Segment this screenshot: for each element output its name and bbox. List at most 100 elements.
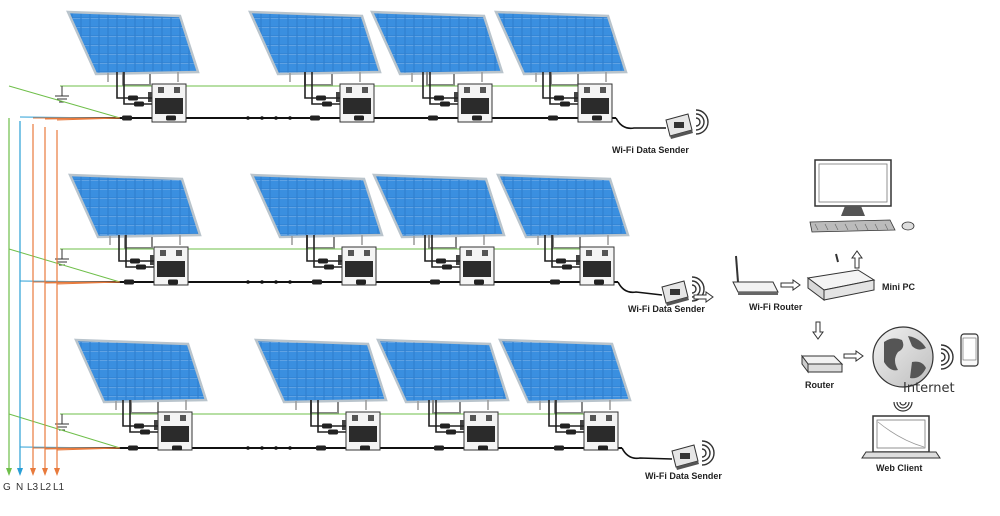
- cable-connector: [550, 279, 560, 285]
- cable-connector: [136, 264, 146, 270]
- wifi-sender-label-2: Wi-Fi Data Sender: [628, 304, 705, 314]
- microinverter-icon: [148, 83, 187, 123]
- cable-connector: [322, 423, 332, 429]
- wifi-sender-icon: [665, 109, 709, 139]
- cable-connector: [554, 95, 564, 101]
- internet-label: Internet: [903, 381, 955, 396]
- cable-connector: [168, 279, 178, 285]
- dc-lead: [116, 72, 152, 99]
- wire-l2: [42, 117, 121, 476]
- cable-connector: [560, 423, 570, 429]
- cable-connector: [316, 95, 326, 101]
- dc-lead: [544, 235, 580, 262]
- microinverter-icon: [154, 411, 193, 451]
- cable-connector: [594, 279, 604, 285]
- cable-connector: [556, 258, 566, 264]
- wire-arrow-icon: [30, 468, 36, 476]
- cable-connector: [436, 258, 446, 264]
- microinverter-icon: [454, 83, 493, 123]
- microinverter-icon: [456, 246, 495, 286]
- solar-row-3: [55, 338, 715, 470]
- continuation-dot: [274, 446, 278, 450]
- router-label: Router: [805, 380, 834, 390]
- cable-connector: [440, 423, 450, 429]
- continuation-dot: [246, 280, 250, 284]
- wire-l1: [54, 117, 121, 476]
- cable-connector: [442, 264, 452, 270]
- mini-pc-label: Mini PC: [882, 282, 915, 292]
- wifi-sender-icon: [671, 440, 715, 470]
- solar-panel-icon: [496, 173, 630, 249]
- sender-cable: [615, 117, 666, 130]
- wire-l3: [30, 117, 120, 476]
- cable-connector: [356, 279, 366, 285]
- cable-connector: [360, 445, 370, 451]
- wire-label-l2: L2: [40, 482, 52, 493]
- cable-connector: [430, 279, 440, 285]
- arrow-icon: [812, 321, 824, 340]
- solar-panel-icon: [68, 173, 202, 249]
- microinverter-icon: [576, 246, 615, 286]
- cable-connector: [548, 115, 558, 121]
- solar-panel-icon: [250, 173, 384, 249]
- wire-label-n: N: [16, 482, 23, 493]
- laptop-icon: [861, 415, 941, 459]
- cable-connector: [122, 115, 132, 121]
- arrow-icon: [780, 279, 801, 291]
- cable-connector: [310, 115, 320, 121]
- cable-connector: [446, 429, 456, 435]
- continuation-dot: [260, 280, 264, 284]
- continuation-dot: [288, 116, 292, 120]
- wire-label-l1: L1: [53, 482, 65, 493]
- cable-connector: [128, 95, 138, 101]
- wire-arrow-icon: [17, 468, 23, 476]
- cable-connector: [428, 115, 438, 121]
- mini-pc-icon: [806, 253, 876, 301]
- phone-icon: [960, 333, 979, 367]
- wireless-signal-icon: [940, 344, 954, 370]
- wire-arrow-icon: [42, 468, 48, 476]
- microinverter-icon: [580, 411, 619, 451]
- solar-panel-icon: [66, 10, 200, 86]
- solar-row-1: [55, 10, 709, 139]
- dc-lead: [306, 235, 342, 262]
- cable-connector: [134, 423, 144, 429]
- dc-lead: [424, 235, 460, 262]
- dc-lead: [118, 235, 154, 262]
- cable-connector: [474, 279, 484, 285]
- cable-connector: [560, 101, 570, 107]
- wire-g: [6, 85, 121, 476]
- cable-connector: [166, 115, 176, 121]
- globe-icon: [872, 326, 934, 388]
- cable-connector: [312, 279, 322, 285]
- cable-connector: [316, 445, 326, 451]
- dc-lead: [542, 72, 578, 99]
- solar-row-2: [55, 173, 705, 306]
- cable-connector: [592, 115, 602, 121]
- cable-connector: [134, 101, 144, 107]
- cable-connector: [124, 279, 134, 285]
- continuation-dot: [274, 116, 278, 120]
- solar-panel-icon: [248, 10, 382, 86]
- cable-connector: [130, 258, 140, 264]
- continuation-dot: [260, 446, 264, 450]
- sender-cable: [621, 447, 673, 460]
- cable-connector: [324, 264, 334, 270]
- wire-label-l3: L3: [27, 482, 39, 493]
- wifi-router-label: Wi-Fi Router: [749, 302, 803, 312]
- continuation-dot: [246, 446, 250, 450]
- cable-connector: [562, 264, 572, 270]
- solar-panel-icon: [494, 10, 628, 86]
- continuation-dot: [260, 116, 264, 120]
- solar-panel-icon: [498, 338, 632, 414]
- wifi-sender-icon: [661, 276, 705, 306]
- cable-connector: [566, 429, 576, 435]
- solar-panel-icon: [372, 173, 506, 249]
- wireless-signal-icon: [695, 109, 709, 135]
- continuation-dot: [288, 446, 292, 450]
- wifi-sender-label-1: Wi-Fi Data Sender: [612, 145, 689, 155]
- continuation-dot: [246, 116, 250, 120]
- cable-connector: [322, 101, 332, 107]
- wifi-router-icon: [732, 255, 779, 295]
